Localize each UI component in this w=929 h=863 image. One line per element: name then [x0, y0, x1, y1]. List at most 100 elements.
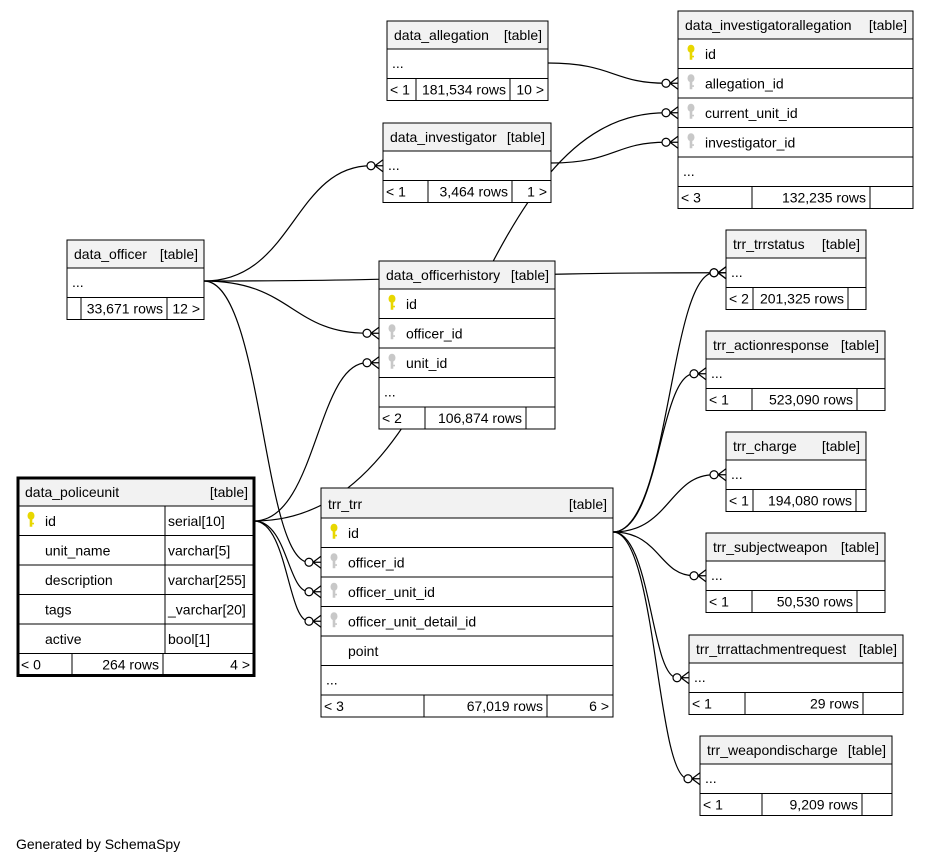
table-name: trr_trr	[328, 496, 363, 512]
columns-ellipsis: ...	[711, 567, 723, 583]
table-header	[706, 331, 885, 359]
primary-key-icon	[27, 511, 35, 527]
table-type-tag: [table]	[822, 438, 860, 454]
table-header	[700, 736, 892, 764]
stat-parents: < 1	[692, 696, 712, 712]
table-name: trr_trrattachmentrequest	[696, 641, 846, 657]
table-type-tag: [table]	[504, 27, 542, 43]
table-frame	[320, 487, 614, 718]
table-frame	[16, 476, 256, 677]
foreign-key-icon	[687, 103, 695, 119]
column-officer_unit_id: officer_unit_id	[348, 584, 435, 600]
table-header	[19, 479, 253, 506]
stat-row-count: 106,874 rows	[438, 410, 522, 426]
columns-ellipsis: ...	[392, 55, 404, 71]
stat-parents: < 1	[709, 392, 729, 408]
stat-row-count: 264 rows	[102, 657, 159, 673]
columns-ellipsis: ...	[705, 770, 717, 786]
table-header	[321, 488, 613, 518]
columns-ellipsis: ...	[694, 669, 706, 685]
table-name: data_policeunit	[25, 484, 119, 500]
foreign-key-icon	[687, 133, 695, 149]
column-type: serial[10]	[168, 513, 225, 529]
column-id: id	[406, 296, 417, 312]
stat-row-count: 3,464 rows	[440, 184, 508, 200]
relationship-data_policeunit-to-trr_trr-officer_unit_detail_id	[253, 520, 322, 628]
stat-parents: < 0	[21, 657, 41, 673]
table-data_investigatorallegation[interactable]: data_investigatorallegation [table] id alle…	[677, 10, 914, 209]
column-current_unit_id: current_unit_id	[705, 105, 798, 121]
stat-row-count: 67,019 rows	[467, 698, 543, 714]
stat-row-count: 201,325 rows	[760, 291, 844, 307]
column-officer_id: officer_id	[348, 554, 405, 570]
table-header	[387, 21, 548, 49]
stat-parents: < 2	[729, 291, 749, 307]
column-id: id	[705, 46, 716, 62]
columns-ellipsis: ...	[72, 274, 84, 290]
table-type-tag: [table]	[511, 267, 549, 283]
foreign-key-icon	[330, 582, 338, 598]
stat-row-count: 132,235 rows	[782, 190, 866, 206]
columns-ellipsis: ...	[326, 672, 338, 688]
table-name: trr_subjectweapon	[713, 539, 827, 555]
column-type: bool[1]	[168, 631, 210, 647]
relationship-data_policeunit-to-data_officerhistory-unit_id	[253, 356, 380, 522]
column-allegation_id: allegation_id	[705, 75, 784, 91]
stat-row-count: 523,090 rows	[769, 392, 853, 408]
stat-row-count: 33,671 rows	[87, 301, 163, 317]
primary-key-icon	[330, 523, 338, 539]
table-type-tag: [table]	[869, 17, 907, 33]
table-type-tag: [table]	[848, 742, 886, 758]
table-name: trr_weapondischarge	[707, 742, 838, 758]
table-name: data_investigatorallegation	[685, 17, 852, 33]
columns-ellipsis: ...	[731, 264, 743, 280]
table-trr_trr[interactable]: trr_trr[table]idofficer_idofficer_unit_i…	[320, 487, 614, 718]
columns-ellipsis: ...	[731, 466, 743, 482]
stat-children: 12 >	[172, 301, 200, 317]
table-type-tag: [table]	[160, 246, 198, 262]
table-type-tag: [table]	[841, 539, 879, 555]
table-header	[379, 261, 555, 289]
column-investigator_id: investigator_id	[705, 134, 795, 150]
table-header	[689, 635, 903, 663]
stat-parents: < 2	[382, 410, 402, 426]
column-type: varchar[255]	[168, 572, 246, 588]
columns-ellipsis: ...	[683, 163, 695, 179]
table-header	[706, 533, 885, 561]
relationship-trr_trr-to-trr_trrattachmentrequest	[612, 531, 690, 685]
table-name: trr_charge	[733, 438, 797, 454]
relationship-trr_trr-to-trr_trrstatus	[612, 266, 727, 533]
column-officer_id: officer_id	[406, 325, 463, 341]
table-type-tag: [table]	[841, 337, 879, 353]
table-name: data_officerhistory	[386, 267, 500, 283]
stat-parents: < 1	[703, 797, 723, 813]
table-header	[383, 123, 551, 151]
column-id: id	[348, 525, 359, 541]
table-header	[726, 230, 866, 258]
table-header	[67, 240, 204, 268]
relationship-trr_trr-to-trr_charge	[612, 468, 727, 533]
stat-parents: < 1	[709, 594, 729, 610]
relationship-data_investigator-to-data_investigatorallegation-investigator_id	[550, 135, 679, 164]
table-type-tag: [table]	[859, 641, 897, 657]
relationship-data_allegation-to-data_investigatorallegation-allegation_id	[547, 62, 679, 90]
stat-parents: < 1	[729, 493, 749, 509]
table-data_officerhistory[interactable]: data_officerhistory[table]idofficer_idun…	[378, 260, 556, 430]
stat-children: 10 >	[516, 82, 544, 98]
table-name: trr_trrstatus	[733, 236, 805, 252]
column-officer_unit_detail_id: officer_unit_detail_id	[348, 613, 476, 629]
footer-generated-by: Generated by SchemaSpy	[16, 836, 181, 852]
stat-parents: < 1	[386, 184, 406, 200]
relationship-data_officer-to-trr_trr-officer_id	[203, 280, 322, 569]
